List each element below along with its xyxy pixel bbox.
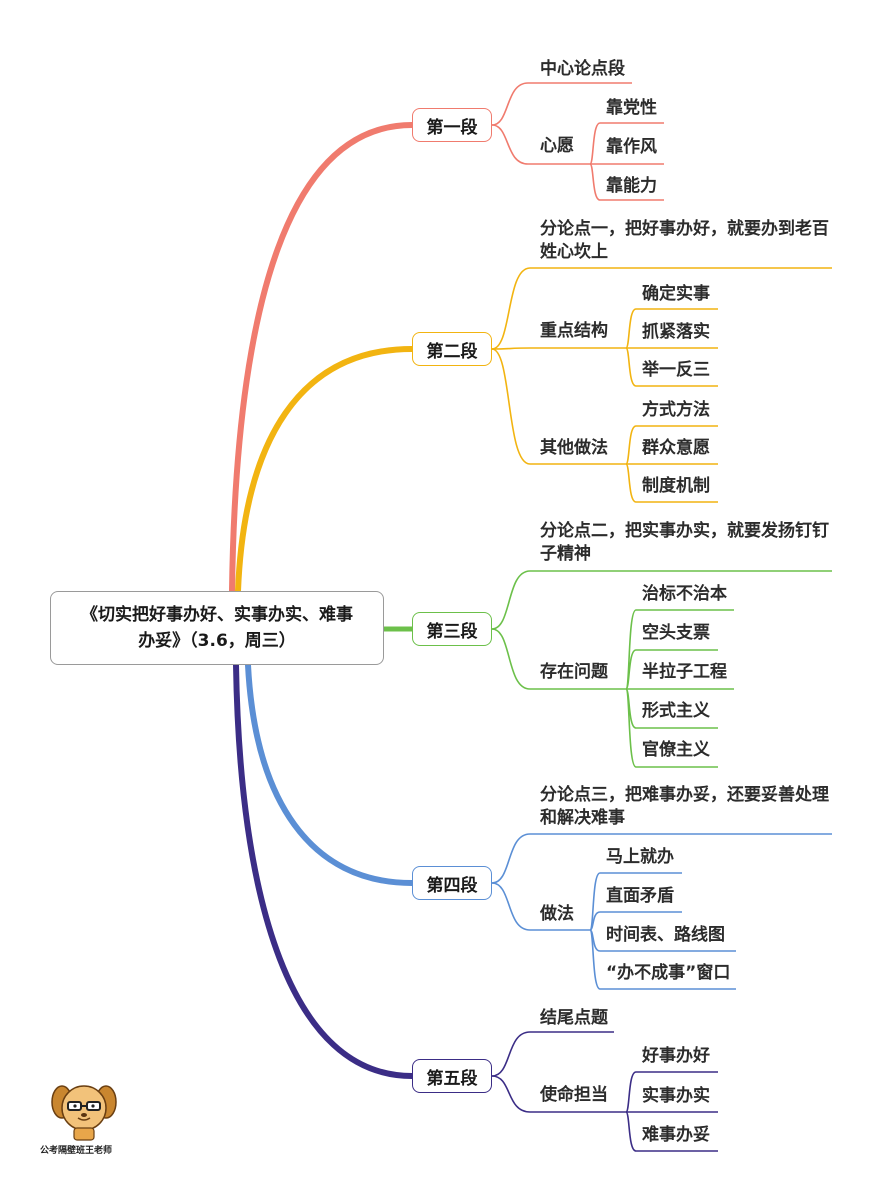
sec3-leaf-3[interactable]: 半拉子工程: [642, 662, 727, 682]
sec1-leaf-1[interactable]: 靠党性: [606, 98, 657, 118]
sec2-group-2-label[interactable]: 其他做法: [540, 438, 608, 458]
branch-sec5: [233, 662, 415, 1079]
sec5-point[interactable]: 结尾点题: [540, 1008, 608, 1028]
root-title-node[interactable]: 《切实把好事办好、实事办实、难事 办妥》（3.6，周三）: [50, 591, 384, 665]
branch-sec2: [235, 346, 415, 594]
sec3-leaf-4[interactable]: 形式主义: [642, 701, 710, 721]
section-2-connectors: [491, 267, 832, 503]
sec3-leaf-2[interactable]: 空头支票: [642, 623, 710, 643]
section-node-4[interactable]: 第四段: [412, 866, 492, 900]
sec1-leaf-3[interactable]: 靠能力: [606, 176, 657, 196]
section-node-1[interactable]: 第一段: [412, 108, 492, 142]
sec4-leaf-1[interactable]: 马上就办: [606, 847, 674, 867]
branch-sec4: [245, 662, 415, 886]
section-1-connectors: [491, 82, 664, 201]
sec2-point[interactable]: 分论点一，把好事办好，就要办到老百姓心坎上: [540, 219, 829, 262]
sec4-point[interactable]: 分论点三，把难事办妥，还要妥善处理和解决难事: [540, 785, 829, 828]
sec5-leaf-1[interactable]: 好事办好: [642, 1046, 710, 1066]
sec4-leaf-3[interactable]: 时间表、路线图: [606, 925, 725, 945]
sec4-group-label[interactable]: 做法: [540, 904, 574, 924]
sec1-leaf-2[interactable]: 靠作风: [606, 137, 657, 157]
sec1-point[interactable]: 中心论点段: [540, 59, 625, 79]
section-4-connectors: [491, 833, 832, 990]
sec5-group-label[interactable]: 使命担当: [540, 1085, 608, 1105]
sec3-point[interactable]: 分论点二，把实事办实，就要发扬钉钉子精神: [540, 521, 829, 564]
root-title-line-1: 《切实把好事办好、实事办实、难事: [81, 605, 353, 625]
sec2-group-2-leaf-3[interactable]: 制度机制: [642, 476, 710, 496]
section-3-connectors: [491, 570, 832, 768]
sec2-group-1-leaf-3[interactable]: 举一反三: [642, 360, 710, 380]
sec2-group-2-leaf-2[interactable]: 群众意愿: [642, 438, 710, 458]
sec5-leaf-2[interactable]: 实事办实: [642, 1086, 710, 1106]
logo-caption: 公考隔壁班王老师: [40, 1146, 113, 1156]
sec4-leaf-4[interactable]: “办不成事”窗口: [606, 963, 731, 983]
section-node-5[interactable]: 第五段: [412, 1059, 492, 1093]
section-5-connectors: [491, 1031, 718, 1152]
root-title-line-2: 办妥》（3.6，周三）: [138, 631, 296, 651]
sec5-leaf-3[interactable]: 难事办妥: [642, 1125, 710, 1145]
cartoon-dog-mascot-icon: [51, 1085, 117, 1141]
sec3-leaf-1[interactable]: 治标不治本: [642, 584, 727, 604]
section-node-3[interactable]: 第三段: [412, 612, 492, 646]
sec2-group-1-leaf-2[interactable]: 抓紧落实: [642, 322, 710, 342]
sec2-group-2-leaf-1[interactable]: 方式方法: [642, 400, 710, 420]
sec4-leaf-2[interactable]: 直面矛盾: [606, 886, 674, 906]
sec1-group-label[interactable]: 心愿: [540, 136, 574, 156]
sec3-leaf-5[interactable]: 官僚主义: [642, 740, 710, 760]
section-node-2[interactable]: 第二段: [412, 332, 492, 366]
sec2-group-1-label[interactable]: 重点结构: [540, 321, 608, 341]
branch-sec1: [229, 122, 415, 594]
sec2-group-1-leaf-1[interactable]: 确定实事: [642, 284, 710, 304]
sec3-group-label[interactable]: 存在问题: [540, 662, 608, 682]
